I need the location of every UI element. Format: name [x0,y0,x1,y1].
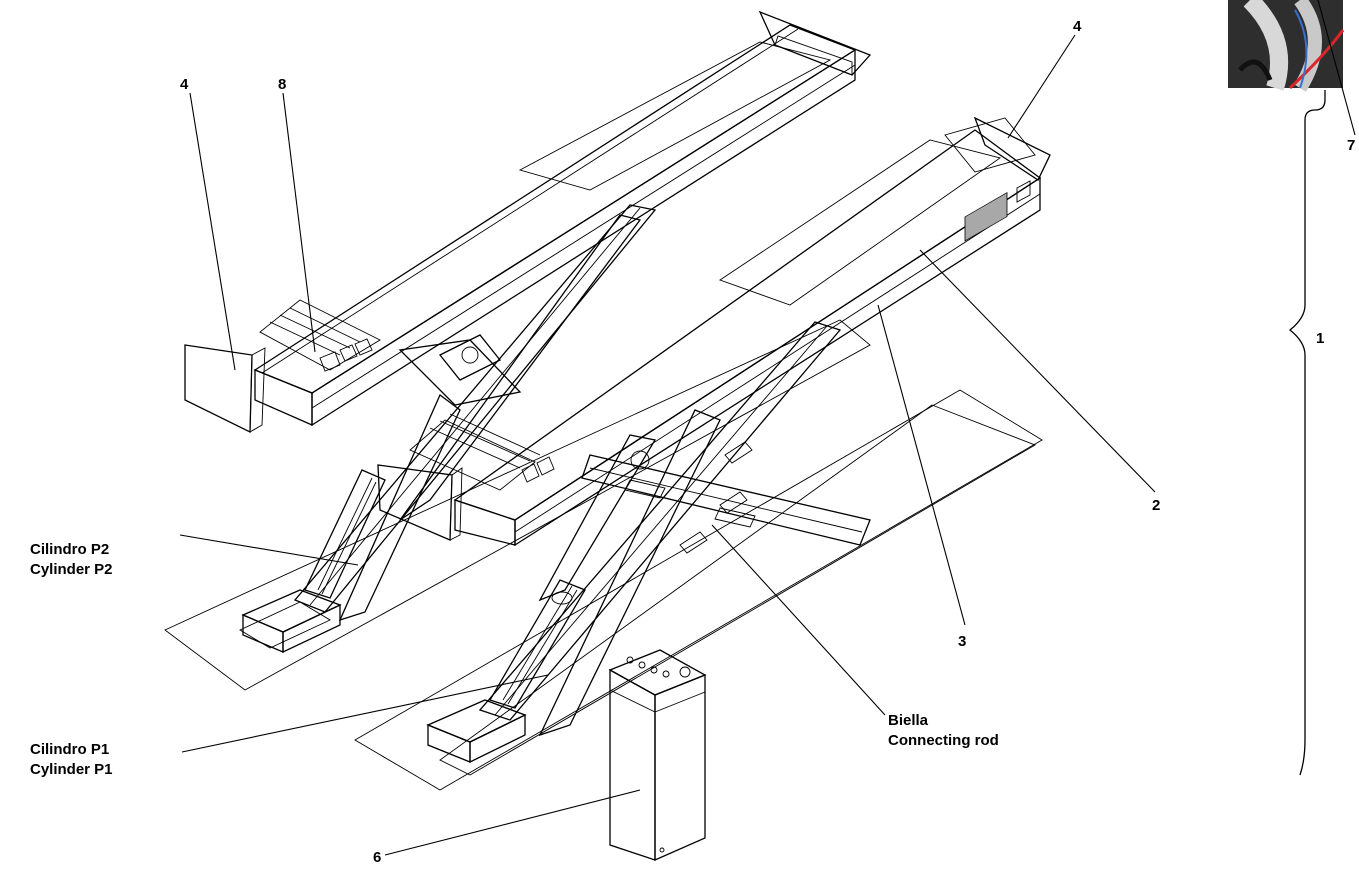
front-cylinder-p1 [489,579,586,709]
leader-4-right [1007,34,1076,139]
front-scissor-arms [478,321,842,737]
label-6: 6 [373,849,381,865]
leader-connecting-rod [711,524,886,716]
label-biella: Biella [888,712,929,729]
label-7: 7 [1347,137,1355,154]
label-cilindro-p1: Cilindro P1 [30,741,109,758]
warning-label-panel [964,191,1008,242]
leader-lines [179,0,1356,856]
leader-cylinder-p1 [181,674,549,753]
leader-cylinder-p2 [179,534,359,566]
bracket-1 [1288,90,1326,776]
rear-pit [164,319,871,691]
label-cylinder-p1: Cylinder P1 [30,761,113,778]
front-approach-ramp [377,464,463,541]
photo-inset [1228,0,1345,92]
label-8: 8 [278,76,286,93]
label-2: 2 [1152,497,1160,514]
label-3: 3 [958,633,966,650]
front-pit [354,389,1043,791]
leader-7 [1317,0,1356,136]
label-cilindro-p2: Cilindro P2 [30,541,109,558]
rear-platform [253,10,872,427]
front-base-block [426,699,527,764]
rear-scissor-arms [293,204,657,622]
rear-crossbar [398,334,522,406]
label-4-left: 4 [180,76,189,93]
label-cylinder-p2: Cylinder P2 [30,561,113,578]
leader-2 [919,249,1156,493]
front-platform [409,116,1051,547]
rear-base-block [241,589,342,654]
leader-6 [384,789,641,856]
leader-3 [877,304,966,626]
blue-cable [1294,9,1308,89]
rear-cylinder-p2 [304,469,386,599]
control-console [608,649,707,861]
label-4-right: 4 [1073,18,1082,35]
label-1: 1 [1316,330,1324,347]
rear-approach-ramp [184,344,266,434]
leader-8 [282,92,316,353]
front-striped-arm-marks [679,441,753,554]
red-cable [1288,29,1345,90]
leader-4-left [189,92,236,371]
front-crossbar [581,450,871,546]
label-connecting-rod: Connecting rod [888,732,999,749]
